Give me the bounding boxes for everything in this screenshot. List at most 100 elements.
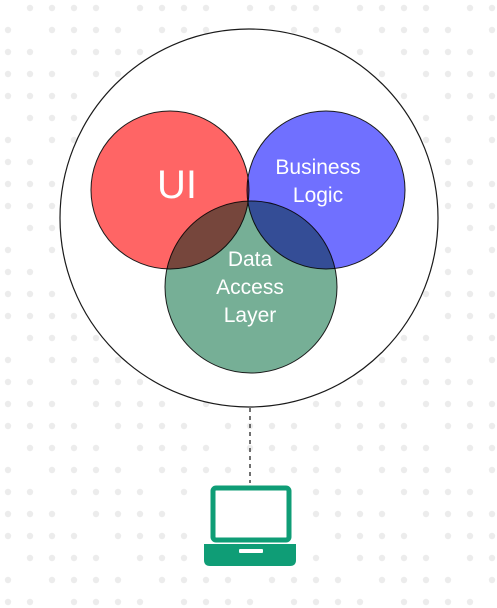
background-dot <box>444 488 452 496</box>
background-dot <box>158 400 166 408</box>
background-dot <box>378 356 386 364</box>
background-dot <box>158 444 166 452</box>
background-dot <box>378 422 386 430</box>
background-dot <box>378 4 386 12</box>
background-dot <box>466 378 474 386</box>
background-dot <box>26 70 34 78</box>
background-dot <box>26 180 34 188</box>
background-dot <box>48 136 56 144</box>
background-dot <box>48 554 56 562</box>
background-dot <box>466 444 474 452</box>
background-dot <box>48 202 56 210</box>
background-dot <box>444 136 452 144</box>
background-dot <box>92 48 100 56</box>
background-dot <box>70 554 78 562</box>
background-dot <box>400 378 408 386</box>
background-dot <box>180 466 188 474</box>
background-dot <box>92 26 100 34</box>
background-dot <box>466 510 474 518</box>
background-dot <box>26 268 34 276</box>
background-dot <box>356 532 364 540</box>
background-dot <box>466 92 474 100</box>
background-dot <box>378 510 386 518</box>
business-logic-label-line-2: Logic <box>293 184 343 207</box>
background-dot <box>4 356 12 364</box>
background-dot <box>444 158 452 166</box>
background-dot <box>312 4 320 12</box>
background-dot <box>26 48 34 56</box>
background-dot <box>136 48 144 56</box>
venn-group <box>90 110 406 374</box>
background-dot <box>26 510 34 518</box>
background-dot <box>92 400 100 408</box>
background-dot <box>4 26 12 34</box>
background-dot <box>26 444 34 452</box>
background-dot <box>92 466 100 474</box>
background-dot <box>158 466 166 474</box>
background-dot <box>356 422 364 430</box>
background-dot <box>422 4 430 12</box>
background-dot <box>422 444 430 452</box>
background-dot <box>158 576 166 584</box>
background-dot <box>422 48 430 56</box>
background-dot <box>466 554 474 562</box>
background-dot <box>246 4 254 12</box>
background-dot <box>400 576 408 584</box>
background-dot <box>48 444 56 452</box>
background-dot <box>48 26 56 34</box>
background-dot <box>400 488 408 496</box>
background-dot <box>488 532 496 540</box>
background-dot <box>334 466 342 474</box>
background-dot <box>114 400 122 408</box>
background-dot <box>488 444 496 452</box>
background-dot <box>466 4 474 12</box>
background-dot <box>312 466 320 474</box>
background-dot <box>400 356 408 364</box>
background-dot <box>356 378 364 386</box>
background-dot <box>400 466 408 474</box>
background-dot <box>4 202 12 210</box>
background-dot <box>334 26 342 34</box>
background-dot <box>466 598 474 606</box>
background-dot <box>466 334 474 342</box>
background-dot <box>92 356 100 364</box>
background-dot <box>48 466 56 474</box>
background-dot <box>400 92 408 100</box>
background-dot <box>136 444 144 452</box>
background-dot <box>444 48 452 56</box>
background-dot <box>290 466 298 474</box>
background-dot <box>378 576 386 584</box>
background-dot <box>466 268 474 276</box>
background-dot <box>422 400 430 408</box>
background-dot <box>48 576 56 584</box>
background-dot <box>4 180 12 188</box>
background-dot <box>466 70 474 78</box>
background-dot <box>48 114 56 122</box>
background-dot <box>92 510 100 518</box>
background-dot <box>114 488 122 496</box>
background-dot <box>422 488 430 496</box>
background-dot <box>136 532 144 540</box>
background-dot <box>158 422 166 430</box>
background-dot <box>488 92 496 100</box>
background-dot <box>334 510 342 518</box>
background-dot <box>180 488 188 496</box>
background-dot <box>290 4 298 12</box>
background-dot <box>70 378 78 386</box>
background-dot <box>136 4 144 12</box>
background-dot <box>158 510 166 518</box>
background-dot <box>444 246 452 254</box>
background-dot <box>488 466 496 474</box>
background-dot <box>92 334 100 342</box>
background-dot <box>4 532 12 540</box>
background-dot <box>180 576 188 584</box>
background-dot <box>488 400 496 408</box>
background-dot <box>136 598 144 606</box>
background-dot <box>488 510 496 518</box>
background-dot <box>48 224 56 232</box>
background-dot <box>488 202 496 210</box>
background-dot <box>466 158 474 166</box>
background-dot <box>26 92 34 100</box>
business-logic-label-line-1: Business <box>275 156 360 179</box>
